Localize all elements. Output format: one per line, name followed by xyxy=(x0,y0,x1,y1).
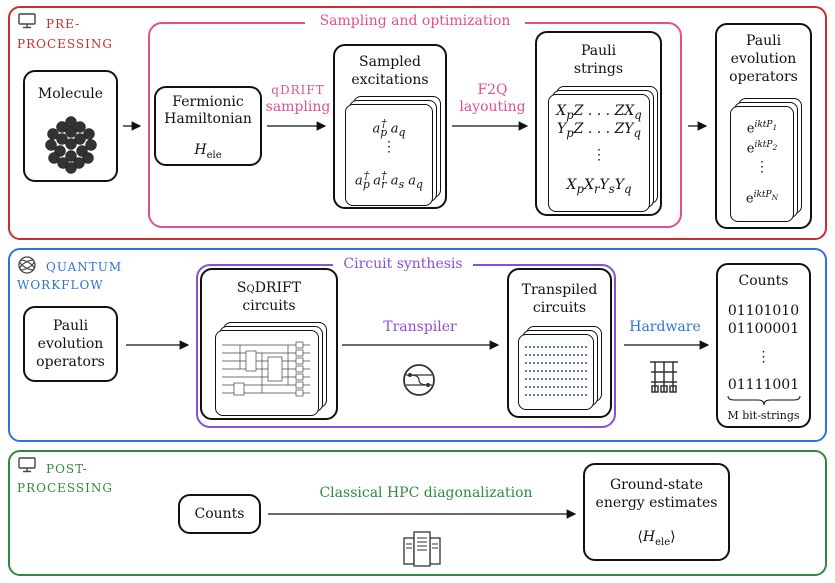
transpiler-label: Transpiler xyxy=(383,319,457,335)
hamiltonian-symbol-sub: ele xyxy=(206,149,222,161)
excitation-2: ap† ar† as aq xyxy=(355,169,423,191)
molecule-image xyxy=(45,116,97,174)
counts-box: Counts 01101010 01100001 ⋮ 01111001 M bi… xyxy=(716,263,811,428)
sampled-label-2: excitations xyxy=(351,72,429,88)
quantum-label-2: WORKFLOW xyxy=(17,278,104,292)
monitor-icon xyxy=(18,13,36,29)
preprocessing-section xyxy=(8,6,827,240)
count-3: 01111001 xyxy=(727,377,800,393)
atom-icon xyxy=(18,256,36,274)
qdrift-label-2: sampling xyxy=(265,99,331,115)
peo-q-label-1: Pauli xyxy=(52,318,89,334)
monitor-icon xyxy=(18,457,36,473)
peo-q-label-3: operators xyxy=(36,354,105,370)
molecule-label: Molecule xyxy=(37,86,104,102)
peo-q-label-2: evolution xyxy=(37,336,104,352)
sqdrift-circuit-card xyxy=(215,330,319,416)
server-icon xyxy=(403,531,441,567)
peo-label-2: evolution xyxy=(730,51,797,67)
bitstrings-label: M bit-strings xyxy=(727,409,800,422)
preprocessing-label: PRE- xyxy=(46,17,81,31)
counts-input-label: Counts xyxy=(194,506,245,522)
peo-label-1: Pauli xyxy=(745,33,782,49)
hamiltonian-symbol: Hele xyxy=(156,142,260,164)
pauli-string-3: XpXrYsYq xyxy=(566,177,632,196)
sampling-optimization-title: Sampling and optimization xyxy=(305,13,525,30)
fermionic-label-2: Hamiltonian xyxy=(164,111,252,127)
excitation-1: ap† aq xyxy=(372,117,406,139)
f2q-label-2: layouting xyxy=(459,99,526,115)
postprocessing-section xyxy=(8,450,827,576)
ground-state-box: Ground-state energy estimates ⟨Hele⟩ xyxy=(583,463,730,561)
pauli-string-1: XpZ . . . ZXq xyxy=(556,103,642,122)
pauli-label-1: Pauli xyxy=(580,43,617,59)
quantum-label: QUANTUM xyxy=(46,260,123,274)
transpiled-circuit-card xyxy=(518,334,594,410)
transpiled-label-2: circuits xyxy=(532,300,587,316)
transpiled-label-1: Transpiled xyxy=(521,282,598,298)
quantum-section xyxy=(8,248,827,442)
count-1: 01101010 xyxy=(727,303,800,319)
sqdrift-label-1: SqDRIFT xyxy=(236,280,302,296)
gs-symbol: ⟨Hele⟩ xyxy=(637,529,676,548)
excitations-card: ap† aq ⋮ ap† ar† as aq xyxy=(345,104,433,206)
hardware-label: Hardware xyxy=(629,319,701,335)
fermionic-label-1: Fermionic xyxy=(172,94,244,110)
qdrift-label-1: qDRIFT xyxy=(271,83,325,97)
count-dots: ⋮ xyxy=(756,349,771,365)
transpiled-diagram xyxy=(525,346,587,396)
pauli-label-2: strings xyxy=(573,61,624,77)
count-brace xyxy=(727,395,801,406)
count-2: 01100001 xyxy=(727,321,800,337)
pauli-string-2: YpZ . . . ZYq xyxy=(556,121,642,140)
hardware-icon xyxy=(650,361,678,393)
f2q-label-1: F2Q xyxy=(477,82,508,98)
circuit-synthesis-title: Circuit synthesis xyxy=(333,256,473,273)
counts-input-box: Counts xyxy=(178,494,261,534)
sqdrift-label-2: circuits xyxy=(242,298,296,314)
circuit-diagram xyxy=(222,341,310,397)
excitation-dots: ⋮ xyxy=(382,139,396,155)
postprocessing-label-2: PROCESSING xyxy=(17,481,113,495)
operator-dots: ⋮ xyxy=(755,159,769,175)
operator-2: eiktP2 xyxy=(746,140,778,157)
preprocessing-label-2: PROCESSING xyxy=(17,37,113,51)
pauli-evolution-input-box: Pauli evolution operators xyxy=(23,306,118,382)
hpc-label: Classical HPC diagonalization xyxy=(319,485,533,501)
gs-label-2: energy estimates xyxy=(595,495,718,511)
peo-label-3: operators xyxy=(729,69,798,85)
sampled-label-1: Sampled xyxy=(359,54,421,70)
postprocessing-label: POST- xyxy=(46,462,88,476)
operator-3: eiktPN xyxy=(745,190,779,207)
operator-1: eiktP1 xyxy=(746,120,778,137)
molecule-box: Molecule xyxy=(23,70,118,182)
hamiltonian-symbol-base: H xyxy=(194,142,207,158)
pauli-dots: ⋮ xyxy=(592,147,606,163)
counts-title: Counts xyxy=(738,273,789,289)
gs-label-1: Ground-state xyxy=(609,477,704,493)
fermionic-hamiltonian-box: Fermionic Hamiltonian Hele xyxy=(154,86,262,166)
operators-card: eiktP1 eiktP2 ⋮ eiktPN xyxy=(730,106,794,222)
pauli-strings-card: XpZ . . . ZXq YpZ . . . ZYq ⋮ XpXrYsYq xyxy=(548,94,650,212)
transpiler-icon xyxy=(403,364,435,396)
